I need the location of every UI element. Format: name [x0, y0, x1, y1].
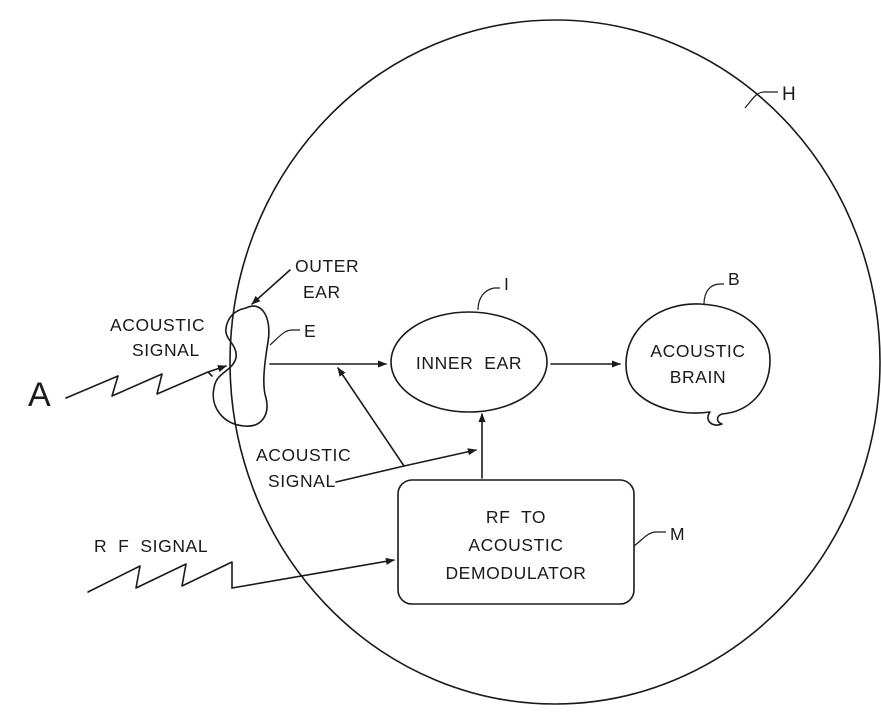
label-e: E: [304, 321, 316, 341]
outer-ear-leader: [251, 269, 291, 305]
label-h: H: [782, 84, 796, 105]
label-b: B: [728, 269, 740, 289]
label-m: M: [670, 524, 685, 544]
label-demod-1: RF TO: [486, 507, 546, 527]
acoustic-zigzag-arrow: [207, 365, 227, 373]
label-a: A: [28, 376, 51, 414]
rf-zigzag: [87, 561, 233, 593]
label-i: I: [504, 274, 509, 294]
label-outer-ear-2: EAR: [303, 282, 341, 302]
acoustic-zigzag: [65, 371, 213, 399]
label-brain-1: ACOUSTIC: [650, 341, 745, 361]
rf-to-demod-arrow: [231, 557, 395, 589]
label-acoustic-signal-mid-2: SIGNAL: [268, 471, 336, 491]
label-acoustic-signal-mid-1: ACOUSTIC: [256, 445, 351, 465]
label-demod-3: DEMODULATOR: [445, 563, 586, 583]
label-rf-signal: R F SIGNAL: [94, 536, 208, 556]
label-brain-2: BRAIN: [670, 367, 726, 387]
outer-ear-shape: [212, 305, 270, 427]
label-outer-ear-1: OUTER: [295, 256, 359, 276]
e-leader: [269, 329, 300, 346]
demodulator-box: [397, 479, 635, 605]
m-leader: [633, 531, 666, 547]
inner-ear-shape: [390, 311, 548, 413]
brain-shape: [625, 303, 771, 426]
label-acoustic-signal-in-1: ACOUSTIC: [110, 315, 205, 335]
b-leader: [703, 283, 724, 305]
label-inner-ear: INNER EAR: [416, 353, 522, 373]
label-acoustic-signal-in-2: SIGNAL: [132, 340, 200, 360]
head-circle: [229, 19, 881, 705]
h-leader: [744, 91, 778, 109]
label-demod-2: ACOUSTIC: [468, 535, 563, 555]
i-leader: [477, 287, 500, 311]
acoustic-to-inner-arrow: [403, 448, 477, 467]
acoustic-mid-underline: [335, 465, 405, 483]
acoustic-to-main-arrow: [337, 367, 405, 467]
